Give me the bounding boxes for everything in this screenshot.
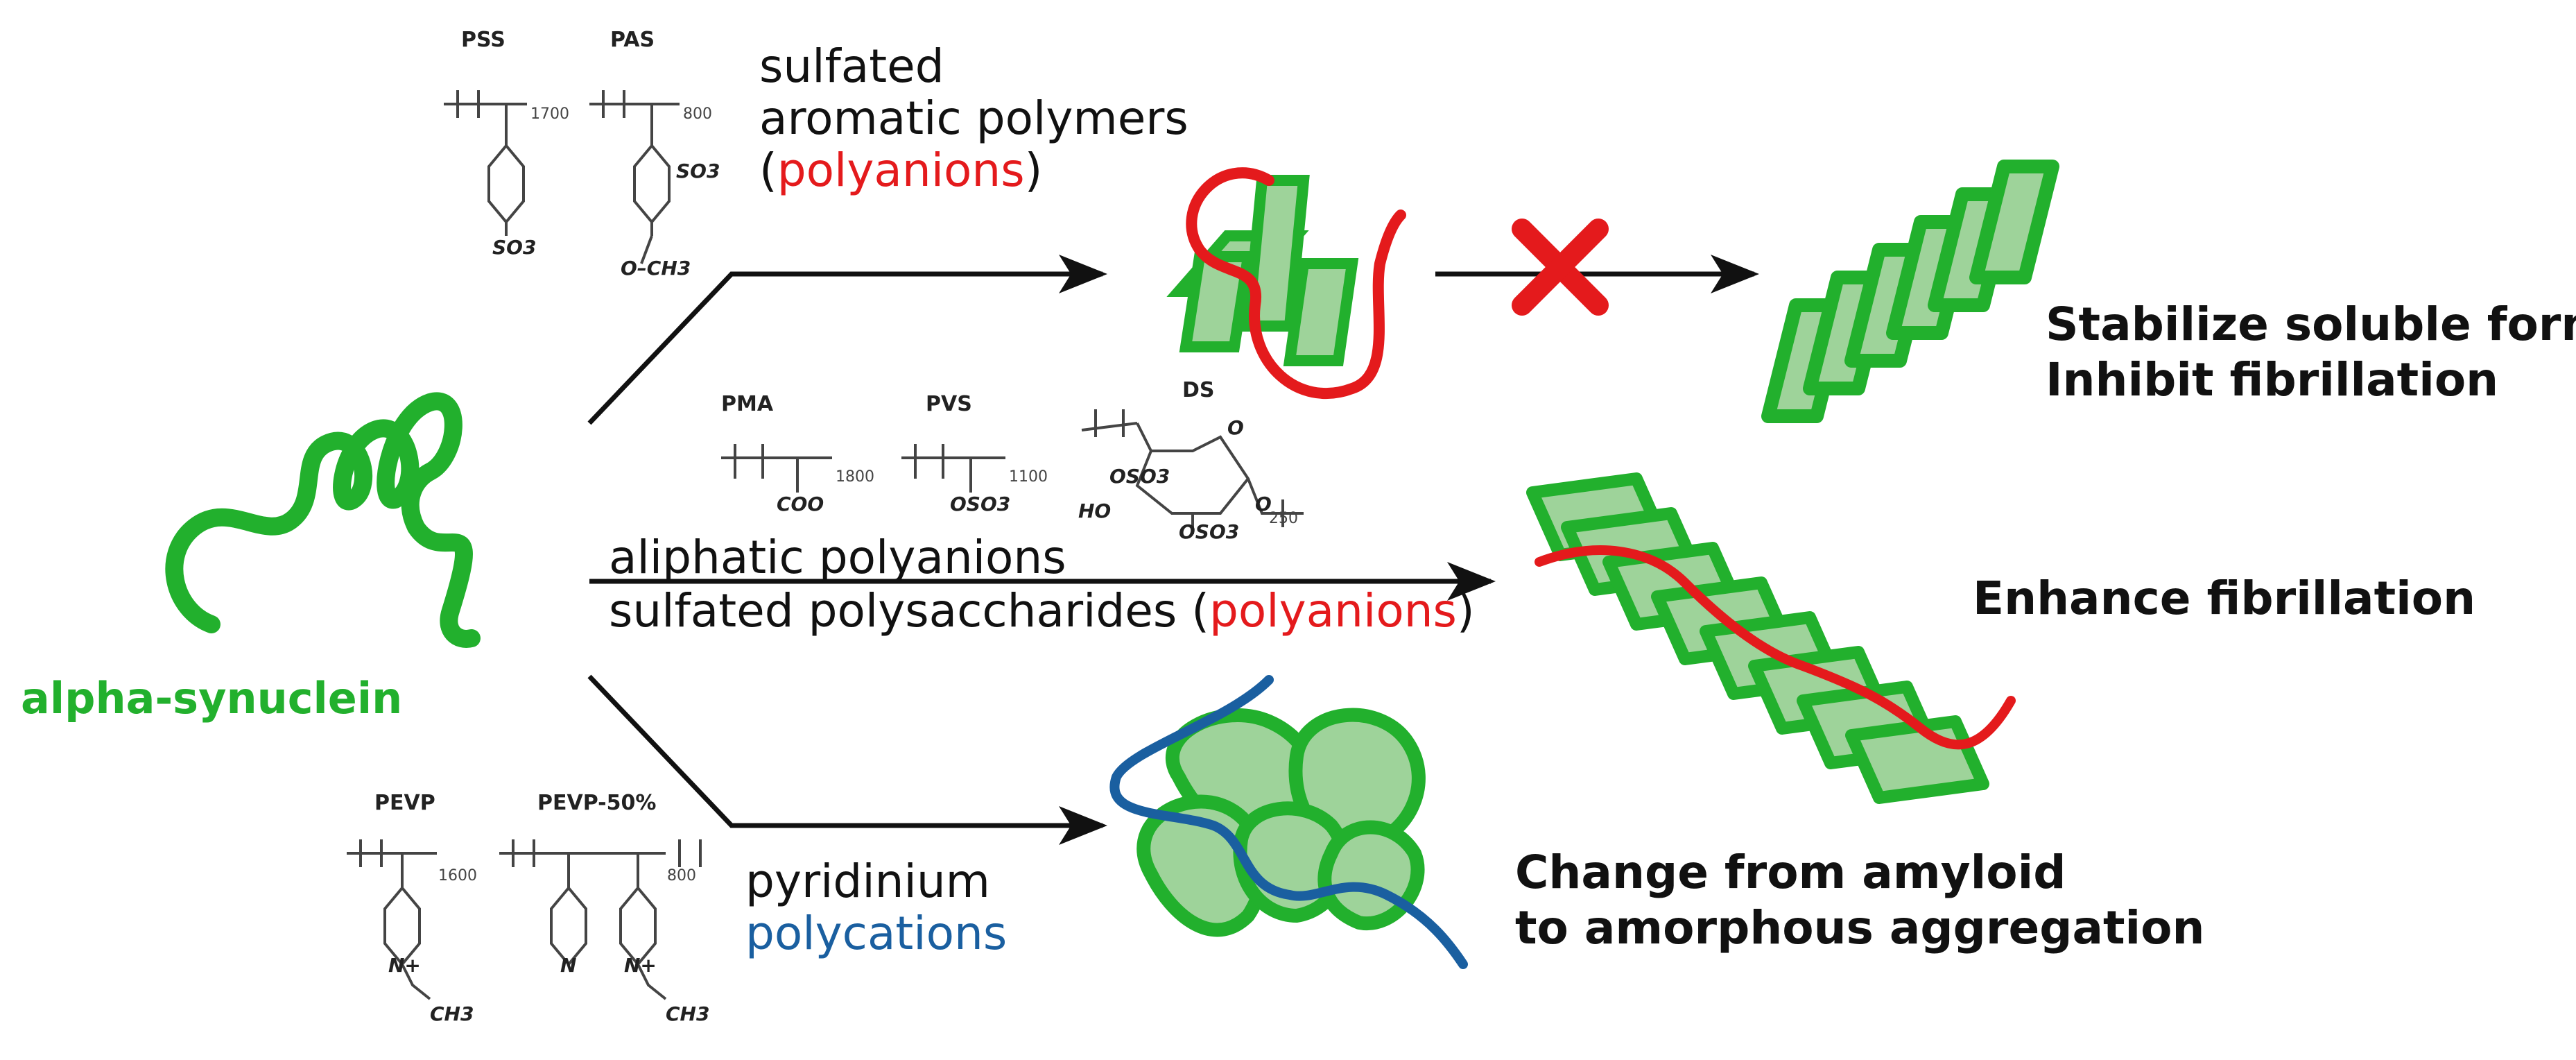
pss-structure bbox=[444, 90, 527, 236]
pevp-n-plus: N+ bbox=[388, 954, 421, 977]
bottom-outcome-line2: to amorphous aggregation bbox=[1515, 901, 2205, 955]
chem-structures bbox=[347, 90, 1304, 1000]
pevp-structure bbox=[347, 839, 437, 1000]
pevp50-n: N bbox=[560, 954, 577, 977]
alpha-synuclein-chain bbox=[165, 392, 481, 648]
pevp-subscript: 1600 bbox=[438, 867, 477, 884]
pvs-label: PVS bbox=[926, 392, 972, 416]
pas-label: PAS bbox=[610, 28, 655, 52]
pevp50-n-plus: N+ bbox=[624, 954, 657, 977]
pss-subscript: 1700 bbox=[530, 105, 569, 123]
ds-subscript: 250 bbox=[1269, 510, 1298, 527]
pma-structure bbox=[721, 444, 832, 493]
pvs-oso3: OSO3 bbox=[950, 493, 1011, 515]
top-path-arrow bbox=[587, 255, 1107, 425]
top-label-line2: aromatic polymers bbox=[759, 92, 1188, 145]
pas-structure bbox=[589, 90, 680, 264]
fibril-polyanion-chain bbox=[1535, 545, 2016, 750]
middle-label-line1: aliphatic polyanions bbox=[609, 531, 1066, 584]
pas-subscript: 800 bbox=[683, 105, 712, 123]
middle-paren-close: ) bbox=[1456, 584, 1475, 638]
pas-so3: SO3 bbox=[676, 160, 720, 182]
ds-ho: HO bbox=[1078, 499, 1112, 522]
top-label-line1: sulfated bbox=[759, 40, 944, 93]
pma-coo: COO bbox=[777, 493, 824, 515]
ds-oso3-upper: OSO3 bbox=[1109, 465, 1170, 488]
ds-oso3-lower: OSO3 bbox=[1179, 520, 1240, 543]
pma-subscript: 1800 bbox=[836, 468, 874, 486]
bottom-outcome-line1: Change from amyloid bbox=[1515, 846, 2066, 899]
pevp-ch3: CH3 bbox=[430, 1002, 474, 1025]
pss-label: PSS bbox=[461, 28, 505, 52]
top-paren-close: ) bbox=[1024, 144, 1043, 197]
middle-polyanions-highlight: polyanions bbox=[1209, 584, 1457, 638]
pevp50-structure bbox=[499, 839, 702, 1000]
bottom-label-line1: pyridinium bbox=[745, 855, 990, 908]
middle-label-line2: sulfated polysaccharides (polyanions) bbox=[609, 586, 1475, 636]
pvs-subscript: 1100 bbox=[1009, 468, 1048, 486]
middle-outcome: Enhance fibrillation bbox=[1973, 572, 2476, 625]
ds-link-oxygen: O bbox=[1255, 493, 1272, 515]
pevp50-label: PEVP-50% bbox=[537, 791, 657, 815]
pas-och3: O–CH3 bbox=[621, 257, 691, 280]
ds-structure bbox=[1081, 409, 1304, 534]
pvs-structure bbox=[901, 444, 1005, 493]
inhibition-cross-icon bbox=[1512, 219, 1609, 316]
top-complex bbox=[1166, 167, 1406, 400]
middle-line2-prefix: sulfated polysaccharides ( bbox=[609, 584, 1210, 638]
pevp-label: PEVP bbox=[374, 791, 435, 815]
pma-label: PMA bbox=[721, 392, 774, 416]
top-outcome-line2: Inhibit fibrillation bbox=[2046, 353, 2499, 407]
ds-ring-oxygen: O bbox=[1227, 416, 1244, 439]
bottom-polycations-highlight: polycations bbox=[745, 907, 1008, 960]
pevp50-subscript: 800 bbox=[667, 867, 696, 884]
top-paren-open: ( bbox=[759, 144, 777, 197]
stacked-sheets bbox=[1761, 160, 2059, 423]
bottom-path-arrow bbox=[587, 674, 1107, 845]
pevp50-ch3: CH3 bbox=[666, 1002, 710, 1025]
top-outcome-line1: Stabilize soluble form bbox=[2046, 298, 2576, 351]
ds-label: DS bbox=[1182, 378, 1215, 402]
alpha-synuclein-label: alpha-synuclein bbox=[21, 673, 403, 724]
top-polyanions-highlight: polyanions bbox=[777, 144, 1025, 197]
top-label-line3: (polyanions) bbox=[759, 146, 1042, 196]
pss-so3: SO3 bbox=[492, 236, 537, 259]
polycation-chain bbox=[1109, 675, 1468, 969]
